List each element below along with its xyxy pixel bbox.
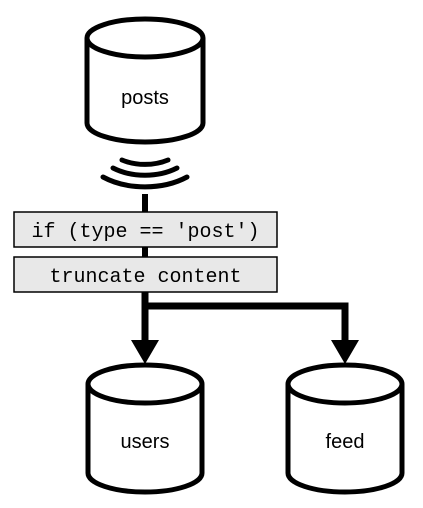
filter-step-label: if (type == 'post') <box>31 221 259 244</box>
fan-out-arrows <box>131 292 359 364</box>
database-icon <box>85 384 205 495</box>
database-top <box>85 362 205 406</box>
database-top <box>84 16 206 60</box>
users-database: users <box>85 362 205 495</box>
step-box <box>13 211 278 248</box>
posts-label: posts <box>121 87 169 109</box>
database-icon <box>84 38 206 145</box>
arrow-head-icon <box>331 340 359 364</box>
step-box <box>13 256 278 293</box>
users-label: users <box>121 431 170 453</box>
database-top <box>285 362 405 406</box>
branch-line <box>145 302 349 342</box>
filter-step: if (type == 'post') <box>13 211 278 248</box>
feed-database: feed <box>285 362 405 495</box>
feed-label: feed <box>326 431 365 453</box>
posts-database: posts <box>84 16 206 145</box>
truncate-step-label: truncate content <box>49 266 241 289</box>
truncate-step: truncate content <box>13 256 278 293</box>
signal-waves-icon <box>100 157 190 190</box>
arrow-head-icon <box>131 340 159 364</box>
database-icon <box>285 384 405 495</box>
